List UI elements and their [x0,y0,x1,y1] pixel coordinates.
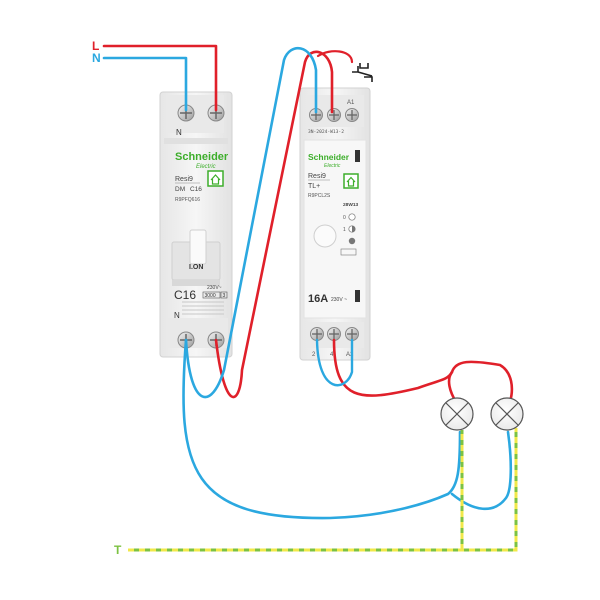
breaker-home-icon [207,170,224,187]
relay-mode-auto-icon [348,225,356,233]
neutral-relay-a2-wire [315,338,354,387]
push-button-icon [352,63,373,82]
relay-reference: R9PCL2S [308,193,331,199]
relay-seal-slot-top [355,150,360,162]
relay-week-code: 28W13 [343,202,359,208]
relay-terminal-2-label: 2 [312,352,316,358]
relay-seal-slot-bottom [355,290,360,302]
relay-mode-1-label: 1 [343,227,346,233]
earth-main-wire [128,428,518,552]
live-line-label: L [92,39,99,53]
relay-terminal-4-label: 4 [330,352,334,358]
impulse-relay-module [299,87,371,361]
relay-brand-sub: Electric [324,163,341,169]
breaker-rating-code: C16 [190,186,202,193]
lamp-1-icon [440,397,474,431]
breaker-vent-lines [182,301,224,315]
neutral-supply-wire [102,56,188,112]
live-breaker-to-relay-wire [214,50,334,399]
neutral-to-lamp1-wire [182,338,462,520]
breaker-voltage-label: 230V~ [207,285,222,291]
live-supply-wire [102,44,218,112]
breaker-toggle-base [172,280,220,286]
relay-mode-0-label: 0 [343,215,346,221]
relay-type-label: TL+ [308,183,320,190]
breaker-top-ridge [164,138,228,144]
breaker-switch-label: I.ON [189,264,203,271]
breaker-reference: R9PFQ616 [175,197,200,203]
relay-screw-a1[interactable] [345,108,359,122]
breaker-brand-name: Schneider [175,151,229,163]
neutral-to-lamp2-wire [450,430,513,511]
relay-front-panel [303,139,367,319]
breaker-neutral-bottom-label: N [174,311,180,320]
relay-terminal-a1-label: A1 [347,100,355,106]
relay-mode-off-icon [348,213,356,221]
relay-screw-2[interactable] [310,327,324,341]
relay-mode-indicator-icon [340,248,357,256]
live-to-pushbutton-wire [316,50,354,64]
relay-manual-knob[interactable] [313,224,337,248]
circuit-breaker-module [159,91,233,358]
breaker-type-label: DM [175,186,185,193]
breaker-breaking-class: 3 [223,293,226,299]
relay-screw-a2[interactable] [345,327,359,341]
relay-voltage-label: 230V ~ [331,297,347,303]
breaker-neutral-top-label: N [176,128,182,137]
breaker-series-label: Resi9 [175,176,193,183]
earth-line-label: T [114,543,122,557]
live-lamp1-feed-wire [447,370,458,404]
relay-mode-on-icon [348,237,356,245]
relay-series-label: Resi9 [308,173,326,180]
relay-rating-label: 16A [308,293,328,305]
relay-screw-4[interactable] [327,327,341,341]
lamp-2-icon [490,397,524,431]
neutral-line-label: N [92,51,101,65]
relay-date-code: 3N-2024-W13-2 [308,129,344,135]
breaker-body [159,91,233,358]
breaker-toggle-lever[interactable] [189,229,207,265]
breaker-breaking-capacity: 3000 [205,293,216,299]
neutral-breaker-to-relay-wire [184,46,318,399]
breaker-rating-label: C16 [174,288,196,302]
relay-screw-3[interactable] [327,108,341,122]
relay-terminal-a2-label: A2 [346,352,354,358]
neutral-wires [102,46,513,520]
relay-home-icon [343,173,359,189]
earth-stripe [128,428,518,552]
relay-brand-name: Schneider [308,152,350,162]
earth-wires [128,428,518,552]
breaker-brand-sub: Electric [196,164,216,170]
